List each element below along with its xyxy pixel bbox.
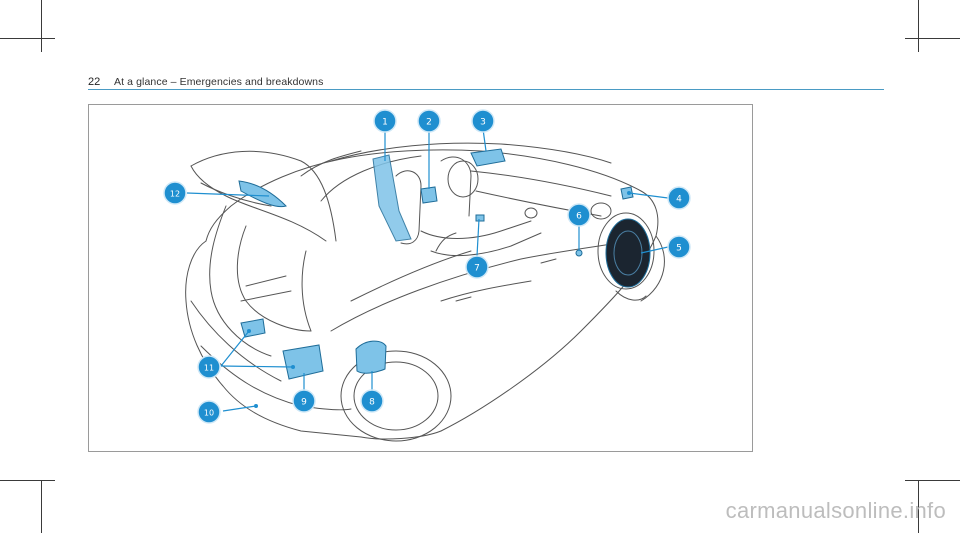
- car-illustration-figure: 1 2 3 4 5 6 7 8 9 10 11 12: [88, 104, 753, 452]
- crop-mark: [0, 38, 55, 39]
- page-header: 22 At a glance – Emergencies and breakdo…: [88, 76, 323, 90]
- crop-mark: [918, 480, 919, 533]
- crop-mark: [905, 38, 960, 39]
- crop-mark: [41, 0, 42, 52]
- header-rule: [88, 89, 884, 90]
- watermark: carmanualsonline.info: [725, 498, 946, 523]
- crop-mark: [0, 480, 55, 481]
- car-illustration: [185, 128, 669, 442]
- section-title: At a glance – Emergencies and breakdowns: [114, 76, 324, 88]
- crop-mark: [41, 480, 42, 533]
- crop-mark: [918, 0, 919, 52]
- page-number: 22: [88, 76, 101, 88]
- crop-mark: [905, 480, 960, 481]
